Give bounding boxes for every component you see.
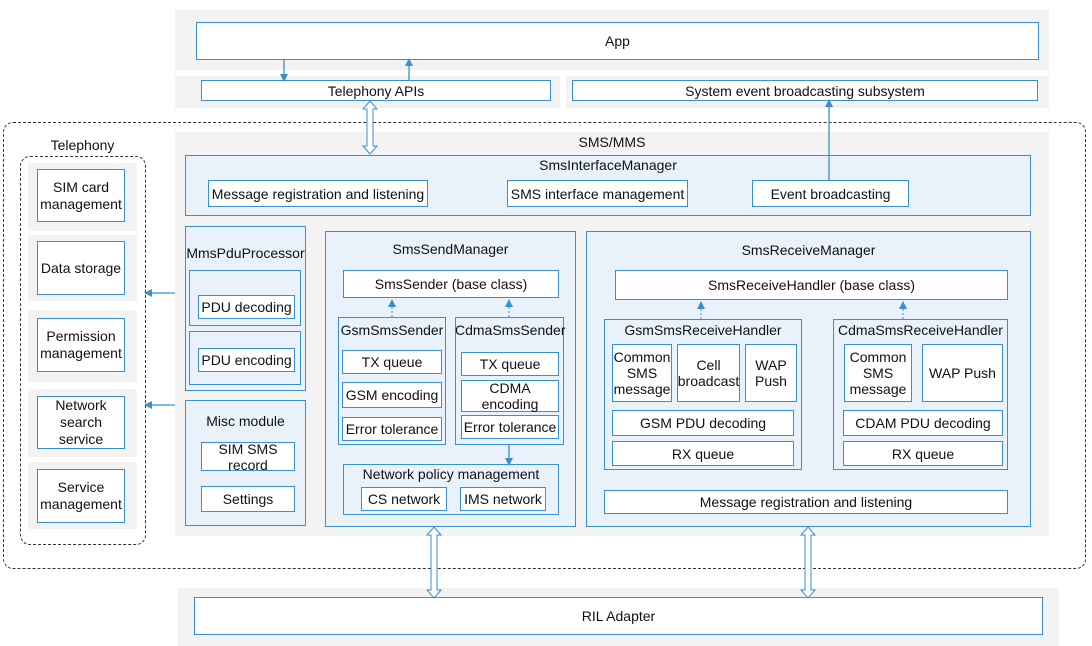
outer-boundary: [3, 122, 1086, 569]
sms-receive-handler-base: SmsReceiveHandler (base class): [615, 270, 1008, 300]
gsm-sms-receive-handler-title: GsmSmsReceiveHandler: [624, 322, 782, 338]
sms-interface-management: SMS interface management: [507, 180, 688, 207]
gsm-rx-queue: RX queue: [612, 441, 794, 466]
sms-interface-manager-title: SmsInterfaceManager: [539, 157, 677, 173]
gsm-sms-sender: [338, 317, 446, 445]
system-event-box: System event broadcasting subsystem: [572, 80, 1038, 101]
telephony-group: [20, 156, 146, 545]
app-box: App: [196, 22, 1039, 60]
pdu-decoding: PDU decoding: [198, 295, 295, 319]
gsm-wap-push: WAP Push: [745, 344, 797, 402]
service-management: Service management: [37, 469, 125, 523]
network-search-service: Network search service: [37, 396, 125, 449]
data-storage: Data storage: [37, 241, 125, 295]
sms-receive-manager-title: SmsReceiveManager: [741, 242, 876, 258]
cdma-error-tolerance: Error tolerance: [461, 415, 559, 439]
ril-adapter: RIL Adapter: [194, 597, 1043, 635]
permission-management: Permission management: [37, 318, 125, 372]
cdma-sms-sender: [455, 317, 564, 445]
cdma-tx-queue: TX queue: [461, 352, 559, 376]
gsm-sms-sender-title: GsmSmsSender: [340, 322, 444, 338]
sms-sender-base: SmsSender (base class): [343, 270, 559, 298]
ims-network: IMS network: [460, 487, 546, 511]
gsm-sms-receive-handler: [604, 319, 802, 470]
gsm-tx-queue: TX queue: [342, 350, 442, 374]
cdma-wap-push: WAP Push: [922, 344, 1003, 402]
gsm-common-sms-message: Common SMS message: [612, 344, 672, 402]
network-policy-management: [343, 464, 559, 515]
network-policy-title: Network policy management: [362, 466, 540, 482]
gsm-error-tolerance: Error tolerance: [342, 417, 442, 441]
cdma-sms-sender-title: CdmaSmsSender: [455, 322, 566, 338]
pdu-encoding-frame: [189, 331, 301, 385]
cs-network: CS network: [361, 487, 447, 511]
cdma-sms-receive-handler: [833, 319, 1008, 470]
gsm-cell-broadcast: Cell broadcast: [677, 344, 740, 402]
event-broadcasting: Event broadcasting: [752, 180, 909, 207]
cdma-common-sms-message: Common SMS message: [844, 344, 912, 402]
sms-mms-title: SMS/MMS: [578, 134, 646, 150]
cdma-rx-queue: RX queue: [843, 441, 1003, 466]
cdma-encoding: CDMA encoding: [461, 380, 559, 412]
cdma-sms-receive-handler-title: CdmaSmsReceiveHandler: [838, 322, 1003, 338]
telephony-apis-box: Telephony APIs: [201, 80, 551, 101]
settings: Settings: [201, 486, 295, 512]
gsm-pdu-decoding: GSM PDU decoding: [612, 410, 794, 436]
gsm-encoding: GSM encoding: [342, 382, 442, 408]
mms-pdu-processor-title: MmsPduProcessor: [186, 245, 305, 261]
message-registration-listening: Message registration and listening: [208, 180, 428, 207]
misc-module-title: Misc module: [206, 413, 285, 429]
sim-sms-record: SIM SMS record: [201, 441, 295, 473]
pdu-encoding: PDU encoding: [198, 348, 295, 372]
receive-message-registration-listening: Message registration and listening: [604, 490, 1008, 514]
cdam-pdu-decoding: CDAM PDU decoding: [843, 410, 1003, 436]
sim-card-management: SIM card management: [37, 169, 125, 222]
telephony-title: Telephony: [50, 137, 115, 153]
sms-send-manager-title: SmsSendManager: [392, 241, 509, 257]
pdu-decoding-frame: [189, 270, 301, 326]
